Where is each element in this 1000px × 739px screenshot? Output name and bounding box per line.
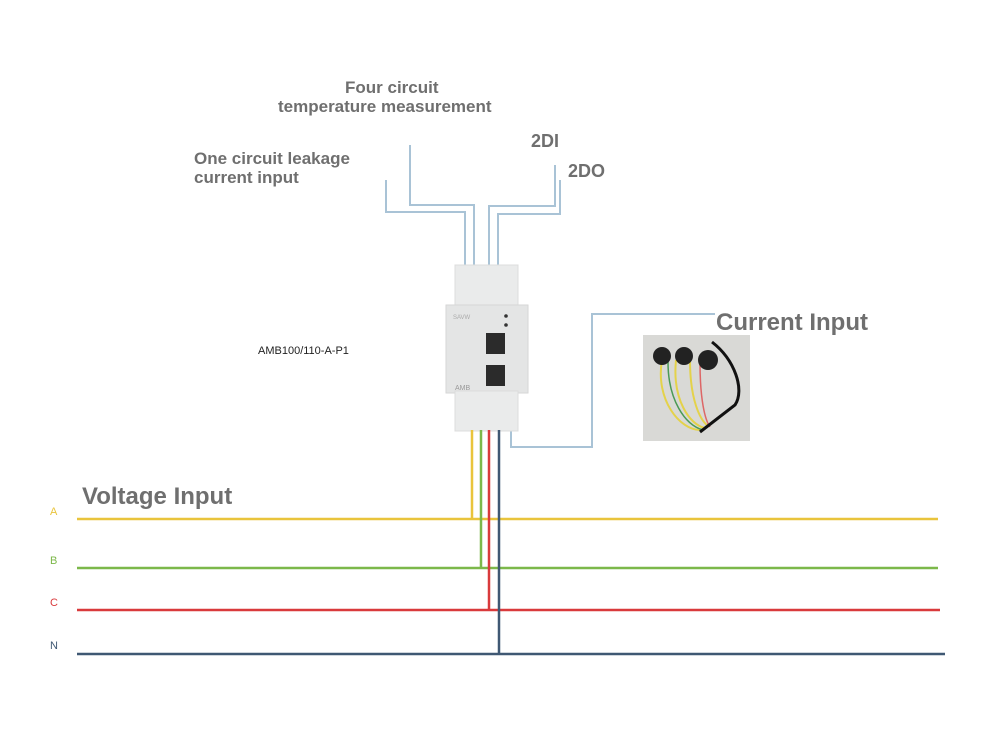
temperature-wire bbox=[409, 145, 475, 266]
temperature-label: Four circuit bbox=[345, 78, 439, 97]
current-input-label: Current Input bbox=[716, 309, 868, 336]
rj45-port-2 bbox=[486, 365, 505, 386]
device-brand: SAVW bbox=[453, 315, 471, 321]
phase-a-label: A bbox=[50, 506, 58, 518]
do-wire bbox=[497, 180, 561, 266]
leakage-label-line2: current input bbox=[194, 168, 299, 187]
device-name: AMB bbox=[455, 385, 471, 392]
temperature-label-line2: temperature measurement bbox=[278, 97, 492, 116]
current-wire bbox=[510, 313, 715, 448]
di-label: 2DI bbox=[531, 131, 560, 151]
current-transformer-photo bbox=[643, 335, 750, 441]
signal-wires bbox=[385, 145, 715, 448]
do-label: 2DO bbox=[568, 161, 606, 181]
voltage-input-label: Voltage Input bbox=[82, 483, 233, 510]
phase-n-label: N bbox=[50, 640, 58, 652]
phase-c-label: C bbox=[50, 597, 58, 609]
leakage-label: One circuit leakage bbox=[194, 149, 350, 168]
phase-lines bbox=[77, 430, 945, 656]
device-amb100: SAVW AMB bbox=[445, 264, 529, 432]
phase-b-label: B bbox=[50, 555, 58, 567]
leakage-wire bbox=[385, 180, 466, 266]
di-wire bbox=[488, 165, 556, 266]
rj45-port-1 bbox=[486, 333, 505, 354]
model-label: AMB100/110-A-P1 bbox=[258, 345, 349, 357]
